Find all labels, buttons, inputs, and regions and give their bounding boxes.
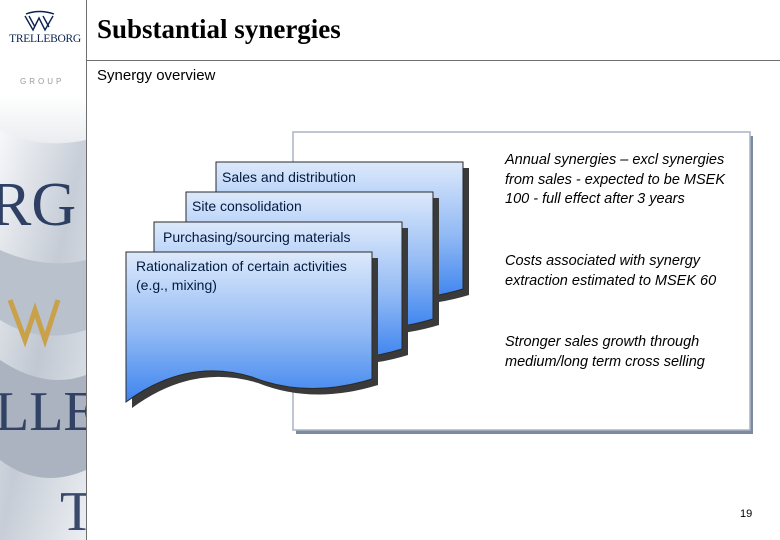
- page-title: Substantial synergies: [97, 14, 341, 44]
- card-label-site-consolidation: Site consolidation: [192, 198, 302, 214]
- bullet-costs-synergy-extraction: Costs associated with synergy extraction…: [505, 253, 717, 289]
- logo-wordmark: TRELLEBORG: [9, 33, 81, 45]
- page-number: 19: [740, 508, 753, 520]
- bullet-sales-growth: Stronger sales growth through medium/lon…: [505, 334, 705, 370]
- svg-text:RG: RG: [0, 171, 76, 239]
- svg-text:LLE: LLE: [0, 381, 86, 443]
- header-divider: [86, 60, 780, 61]
- page-subtitle: Synergy overview: [97, 67, 216, 84]
- bullet-annual-synergies: Annual synergies – excl synergies from s…: [505, 152, 726, 207]
- card-rationalization: [125, 251, 378, 408]
- card-label-purchasing-sourcing: Purchasing/sourcing materials: [163, 229, 351, 245]
- vertical-divider: [86, 0, 87, 540]
- sidebar-photo: RG LLE T: [0, 0, 86, 540]
- card-label-rationalization: Rationalization of certain activities (e…: [136, 258, 347, 293]
- logo-group-label: GROUP: [20, 77, 65, 86]
- svg-text:T: T: [60, 481, 86, 540]
- card-label-sales-distribution: Sales and distribution: [222, 169, 356, 185]
- trelleborg-logo-icon: [24, 10, 55, 32]
